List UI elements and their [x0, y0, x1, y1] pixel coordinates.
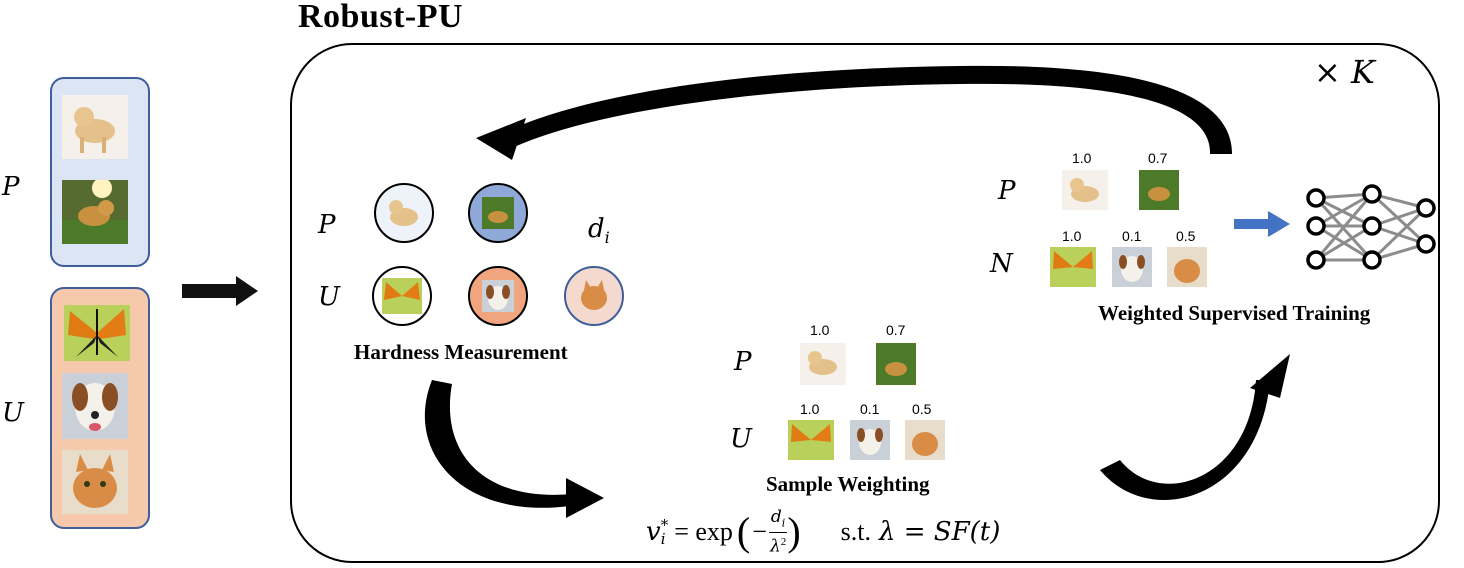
weighting-u-weight-3: 0.5: [912, 401, 932, 417]
diagram-title: Robust-PU: [298, 0, 464, 35]
training-p-label: P: [998, 176, 1016, 206]
formula-minus: −: [752, 517, 767, 547]
formula-sub: i: [660, 530, 666, 549]
weight-formula: v * i = exp ( − di λ2 ) s.t. λ = SF(t): [646, 508, 1000, 556]
return-arrow: [505, 65, 1232, 154]
training-n-weight-3: 0.5: [1176, 228, 1196, 244]
blue-arrow: [1234, 211, 1290, 237]
training-p-weight-2: 0.7: [1148, 150, 1168, 166]
distance-sub: i: [604, 228, 610, 248]
formula-num-sub: i: [781, 516, 786, 530]
hardness-dog-circle: [468, 266, 528, 326]
hardness-puppy-circle: [374, 183, 434, 243]
dog-portrait-image: [62, 373, 128, 439]
training-n-weight-1: 1.0: [1062, 228, 1082, 244]
hardness-cat-circle: [564, 266, 624, 326]
training-caption: Weighted Supervised Training: [1098, 301, 1371, 325]
neural-network-icon: [1306, 184, 1436, 270]
cat-image: [62, 450, 128, 514]
weighting-to-training-arrow: [1100, 380, 1270, 500]
input-u-label: U: [2, 398, 24, 428]
puppy-image: [62, 95, 128, 159]
training-dog-image: [1112, 247, 1152, 287]
training-p-weight-1: 1.0: [1072, 150, 1092, 166]
training-n-label: N: [990, 249, 1013, 279]
weighting-dog-grass-image: [876, 343, 916, 385]
dog-in-grass-image: [62, 180, 128, 244]
formula-sup: *: [660, 516, 669, 535]
weighting-p-label: P: [734, 347, 752, 377]
hardness-to-weighting-arrowhead: [566, 478, 604, 518]
robust-pu-loop-box: [290, 43, 1440, 563]
input-p-label: P: [2, 172, 20, 202]
formula-den: λ: [769, 537, 781, 558]
hardness-dog-grass-circle: [468, 183, 528, 243]
input-arrow: [182, 276, 258, 306]
formula-paren-close: ): [787, 509, 801, 555]
weighting-u-weight-2: 0.1: [860, 401, 880, 417]
formula-paren-open: (: [736, 509, 751, 555]
repeat-k-text: × K: [1314, 53, 1375, 91]
constraint-expr: λ = SF(t): [879, 517, 1001, 548]
formula-v: v: [646, 517, 661, 548]
repeat-k-label: × K: [1314, 53, 1375, 91]
hardness-u-label: U: [318, 282, 340, 312]
formula-exp: = exp: [674, 517, 733, 547]
formula-den-sup: 2: [780, 536, 787, 549]
distance-d: d: [588, 214, 605, 244]
constraint-st: s.t.: [840, 517, 871, 547]
hardness-butterfly-circle: [372, 266, 432, 326]
return-arrowhead: [476, 118, 526, 160]
training-cat-image: [1167, 247, 1207, 287]
weighting-p-weight-1: 1.0: [810, 322, 830, 338]
weighting-dog-image: [850, 420, 890, 460]
weighting-to-training-arrowhead: [1250, 354, 1290, 398]
training-n-weight-2: 0.1: [1122, 228, 1142, 244]
weighting-butterfly-image: [788, 420, 834, 460]
weighting-p-weight-2: 0.7: [886, 322, 906, 338]
weighting-u-weight-1: 1.0: [800, 401, 820, 417]
hardness-caption: Hardness Measurement: [354, 340, 568, 364]
weighting-cat-image: [905, 420, 945, 460]
distance-label: di: [588, 214, 610, 247]
training-puppy-image: [1062, 170, 1108, 210]
weighting-puppy-image: [800, 343, 846, 385]
training-dog-grass-image: [1139, 170, 1179, 210]
hardness-to-weighting-arrow: [424, 380, 572, 508]
butterfly-image: [64, 305, 130, 361]
training-butterfly-image: [1050, 247, 1096, 287]
weighting-caption: Sample Weighting: [766, 472, 930, 496]
formula-num: d: [770, 507, 782, 527]
hardness-p-label: P: [318, 210, 336, 240]
weighting-u-label: U: [730, 424, 752, 454]
